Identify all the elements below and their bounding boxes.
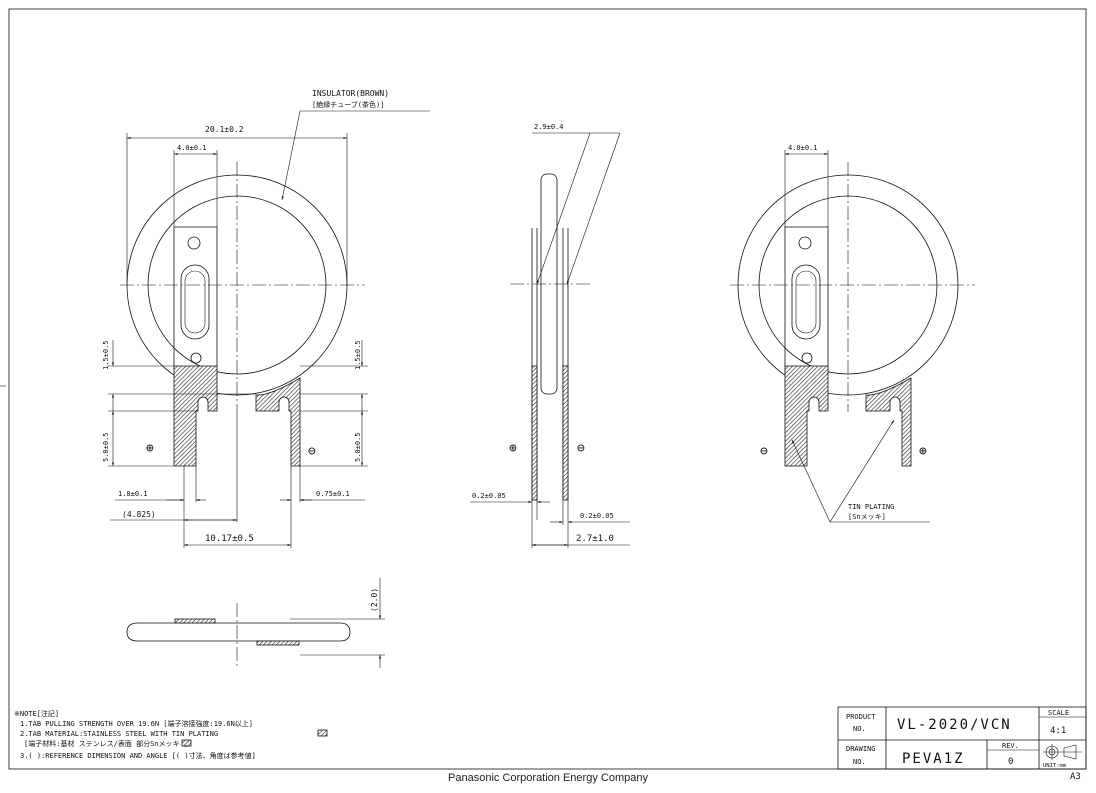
- dim-0-75: 0.75±0.1: [316, 490, 350, 498]
- dim-10-17: 10.17±0.5: [205, 534, 254, 544]
- dim-5-0-left: 5.0±0.5: [102, 432, 110, 462]
- scale-value: 4:1: [1050, 726, 1066, 736]
- product-label-1: PRODUCT: [846, 713, 876, 721]
- dim-1-5-left: 1.5±0.5: [102, 340, 110, 370]
- product-no: VL-2020/VCN: [897, 717, 1012, 733]
- notes-heading: ※NOTE[注記]: [14, 709, 59, 718]
- note-2: 2.TAB MATERIAL:STAINLESS STEEL WITH TIN …: [20, 730, 218, 738]
- drawing-label-1: DRAWING: [846, 745, 876, 753]
- note-2-jp: [端子材料:基材 ステンレス/表面 部分Snメッキ ]: [24, 739, 188, 748]
- back-positive-lead: [865, 377, 912, 467]
- insulator-label: INSULATOR(BROWN): [312, 89, 389, 98]
- rev-label: REV.: [1002, 742, 1019, 750]
- battery-bottom-body: [126, 622, 351, 642]
- insulator-label-jp: [絶縁チューブ(茶色)]: [312, 100, 384, 109]
- back-view: 4.0±0.1 ⊖ ⊕ TIN PLATING [Snメッキ]: [730, 144, 975, 523]
- dim-0-2-left: 0.2±0.05: [472, 492, 506, 500]
- notes: ※NOTE[注記] 1.TAB PULLING STRENGTH OVER 19…: [14, 709, 328, 760]
- tin-plating-label: TIN PLATING: [848, 503, 894, 511]
- bottom-view: (2.0): [126, 578, 385, 668]
- negative-lead: [255, 377, 301, 467]
- side-view: 2.9±0.4 ⊕ ⊖ 0.2±0.05 0.2±0.05 2.7±1.0: [470, 123, 630, 548]
- dim-1-5-right: 1.5±0.5: [354, 340, 362, 370]
- negative-symbol: ⊖: [308, 444, 317, 459]
- side-negative-symbol: ⊖: [577, 441, 586, 456]
- positive-lead: [173, 365, 218, 467]
- dim-4-0-left: 4.0±0.1: [177, 144, 207, 152]
- dim-1-8: 1.8±0.1: [118, 490, 148, 498]
- back-positive-symbol: ⊕: [919, 444, 928, 459]
- tin-plating-label-jp: [Snメッキ]: [848, 513, 886, 521]
- scale-label: SCALE: [1048, 709, 1069, 717]
- dim-2-7: 2.7±1.0: [576, 534, 614, 544]
- dim-2-9: 2.9±0.4: [534, 123, 564, 131]
- projection-symbol-icon: [1043, 744, 1082, 760]
- rev-value: 0: [1008, 757, 1013, 767]
- dim-2-0: (2.0): [370, 588, 379, 612]
- sheet-size: A3: [1070, 772, 1081, 782]
- battery-side-body: [540, 173, 558, 395]
- company-footer: Panasonic Corporation Energy Company: [448, 772, 648, 784]
- dim-5-0-right: 5.0±0.5: [354, 432, 362, 462]
- drawing-border: [8, 8, 1087, 770]
- positive-symbol: ⊕: [146, 441, 155, 456]
- back-negative-symbol: ⊖: [760, 444, 769, 459]
- title-block: PRODUCT NO. VL-2020/VCN DRAWING NO. PEVA…: [837, 706, 1087, 782]
- back-negative-lead: [784, 365, 829, 467]
- drawing-no: PEVA1Z: [902, 751, 965, 767]
- drawing-label-2: NO.: [853, 758, 866, 766]
- note-1: 1.TAB PULLING STRENGTH OVER 19.6N [端子溶接強…: [20, 719, 253, 728]
- dim-4-0-right: 4.0±0.1: [788, 144, 818, 152]
- note-3: 3.( ):REFERENCE DIMENSION AND ANGLE [( )…: [20, 751, 256, 760]
- unit-label: UNIT:mm: [1043, 763, 1067, 769]
- dim-4-825: (4.825): [122, 510, 156, 519]
- side-positive-symbol: ⊕: [509, 441, 518, 456]
- dim-20-1: 20.1±0.2: [205, 125, 244, 134]
- upper-tab: [173, 226, 218, 368]
- dim-0-2-right: 0.2±0.05: [580, 512, 614, 520]
- front-view: 20.1±0.2 4.0±0.1 INSULATOR(BROWN) [絶縁チュー…: [102, 89, 430, 548]
- product-label-2: NO.: [853, 725, 866, 733]
